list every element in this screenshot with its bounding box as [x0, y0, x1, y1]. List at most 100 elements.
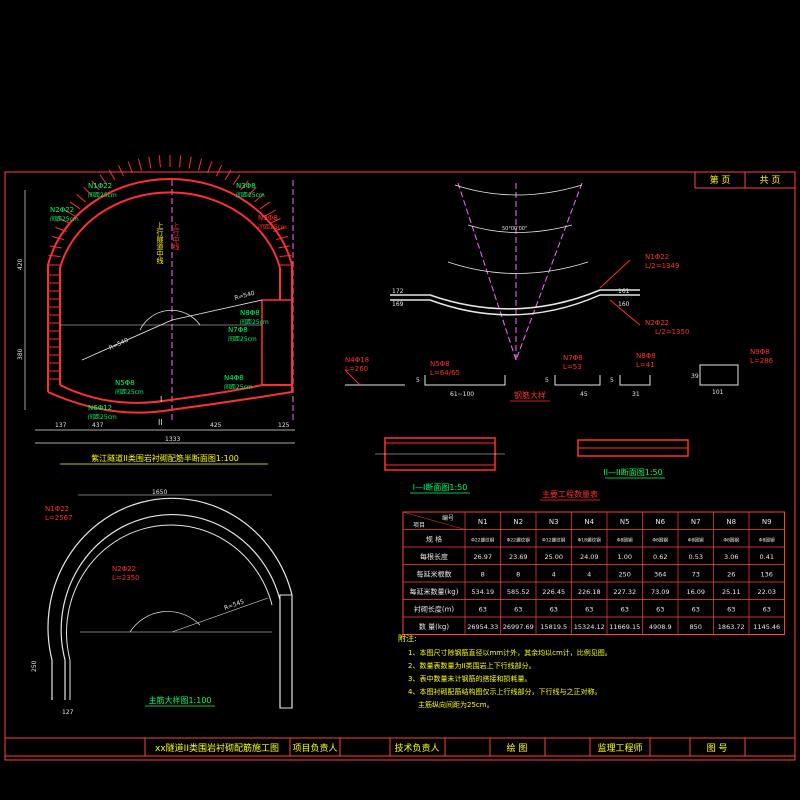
- table-cell: 63: [585, 606, 593, 614]
- drawing-no-label: 图 号: [707, 743, 728, 754]
- table-corner-top: 编号: [442, 514, 454, 522]
- label-n6: N6Φ12: [88, 404, 112, 412]
- svg-text:L/2=1349: L/2=1349: [645, 262, 679, 270]
- svg-text:间距25cm: 间距25cm: [88, 413, 117, 421]
- svg-text:1650: 1650: [152, 489, 167, 496]
- table-cell: Φ8圆钢: [759, 537, 775, 544]
- svg-text:L=41: L=41: [636, 361, 655, 369]
- svg-text:N9Φ8: N9Φ8: [750, 348, 770, 356]
- table-cell: 850: [690, 623, 702, 631]
- stirrup-ticks: [48, 155, 292, 380]
- label-n8: N8Φ8: [240, 309, 260, 317]
- svg-text:间距25cm: 间距25cm: [115, 388, 144, 396]
- stirrup-tick: [259, 201, 271, 210]
- table-cell: Φ8圆钢: [688, 537, 704, 544]
- stirrup-tick: [216, 165, 223, 177]
- table-cell: 63: [621, 606, 629, 614]
- svg-text:II—II断面图1:50: II—II断面图1:50: [603, 467, 662, 477]
- drawing-frame: [4, 171, 796, 761]
- svg-text:45: 45: [580, 391, 588, 398]
- stirrup-tick: [108, 169, 116, 181]
- svg-text:间距25cm: 间距25cm: [224, 383, 253, 391]
- stirrup-tick: [59, 218, 71, 225]
- stirrup-tick: [276, 236, 288, 241]
- table-cell: 226.45: [542, 588, 565, 596]
- note-2: 2、数量表数量为II类围岩上下行线部分。: [408, 661, 536, 670]
- table-cell: Φ12螺纹钢: [542, 537, 566, 544]
- stirrup-tick: [48, 254, 61, 257]
- table-cell: 26954.33: [467, 623, 498, 631]
- svg-text:L/2=1350: L/2=1350: [655, 328, 689, 336]
- dim-h1: 420: [17, 258, 24, 270]
- drawn-label: 绘 图: [507, 742, 528, 754]
- label-n7: N7Φ8: [228, 326, 248, 334]
- label-n2: N2Φ22: [50, 206, 74, 214]
- table-header: N6: [655, 518, 665, 526]
- stirrup-tick: [127, 161, 133, 174]
- inner-rebar-arc: [59, 191, 281, 385]
- table-cell: Φ22螺纹钢: [507, 537, 531, 544]
- table-cell: 63: [550, 606, 558, 614]
- table-cell: 1863.72: [718, 623, 745, 631]
- label-n3: N3Φ8: [236, 182, 256, 190]
- svg-text:N4Φ18: N4Φ18: [345, 356, 369, 364]
- dim-total: 1333: [165, 436, 180, 443]
- label-n1: N1Φ22: [88, 182, 112, 190]
- table-cell: 0.53: [689, 553, 703, 561]
- label-detail-n2: N2Φ22: [112, 565, 136, 573]
- label-n4: N4Φ8: [224, 374, 244, 382]
- table-cell: 0.62: [653, 553, 667, 561]
- table-header: N5: [620, 518, 630, 526]
- svg-text:161: 161: [618, 288, 630, 295]
- rebar-n4: N4Φ18 L=260: [344, 356, 405, 386]
- table-row-label: 衬砌长度(m): [414, 605, 455, 614]
- svg-text:间距25cm: 间距25cm: [240, 318, 269, 326]
- stirrup-tick: [232, 174, 241, 186]
- svg-text:I—I断面图1:50: I—I断面图1:50: [413, 482, 468, 492]
- table-row-label: 规 格: [426, 535, 442, 544]
- table-cell: Φ18螺纹钢: [578, 537, 602, 544]
- rebar-n5: N5Φ8 L=64/65 61~100 5: [416, 360, 506, 398]
- stirrup-tick: [69, 201, 81, 210]
- stirrup-tick: [240, 180, 249, 191]
- rebar-n9: N9Φ8 L=286 101 39: [691, 348, 774, 396]
- svg-text:50°00'00": 50°00'00": [502, 226, 527, 232]
- table-cell: 26: [727, 571, 735, 579]
- drawing-title: xx隧道II类围岩衬砌配筋施工图: [155, 742, 279, 754]
- stirrup-tick: [55, 226, 67, 232]
- main-section-view: 137 437 425 125 1333 420 380 R=540 R=540…: [17, 155, 295, 465]
- stirrup-tick: [197, 158, 203, 171]
- stirrup-tick: [207, 161, 213, 174]
- svg-text:间距25cm: 间距25cm: [50, 215, 79, 223]
- table-cell: 63: [727, 606, 735, 614]
- table-cell: Φ22螺纹钢: [471, 537, 495, 544]
- stirrup-tick: [269, 218, 281, 225]
- table-cell: 1.00: [618, 553, 632, 561]
- table-cell: 15324.12: [574, 623, 605, 631]
- table-cell: 3.06: [724, 553, 738, 561]
- rebar-n2-shape: [390, 294, 640, 316]
- note-5: 主筋纵向间距为25cm。: [418, 700, 494, 709]
- svg-text:间距25cm: 间距25cm: [88, 191, 117, 199]
- dim-r2: R=540: [234, 290, 256, 302]
- table-cell: 227.32: [613, 588, 636, 596]
- stirrup-tick: [76, 193, 87, 203]
- svg-text:61~100: 61~100: [450, 391, 474, 398]
- section-i-i: I—I断面图1:50: [375, 437, 505, 494]
- label-n2a: N2Φ22: [645, 319, 669, 327]
- stirrup-tick: [91, 180, 100, 191]
- notes-heading: 附注:: [398, 633, 417, 643]
- stirrup-tick: [224, 169, 232, 181]
- rebar-detail-caption: 钢筋大样: [514, 390, 546, 400]
- invert-rebar: [59, 384, 292, 404]
- rebar-detail-view: N1Φ22 L/2=1349 N2Φ22 L/2=1350 172 169 16…: [344, 182, 774, 494]
- table-cell: 226.18: [578, 588, 601, 596]
- table-row-label: 每延米根数: [417, 570, 452, 579]
- stirrup-tick: [265, 209, 276, 217]
- stirrup-tick: [99, 174, 108, 186]
- svg-text:5: 5: [610, 377, 614, 384]
- svg-text:间距25cm: 间距25cm: [228, 335, 257, 343]
- table-cell: Φ8圆钢: [723, 537, 739, 544]
